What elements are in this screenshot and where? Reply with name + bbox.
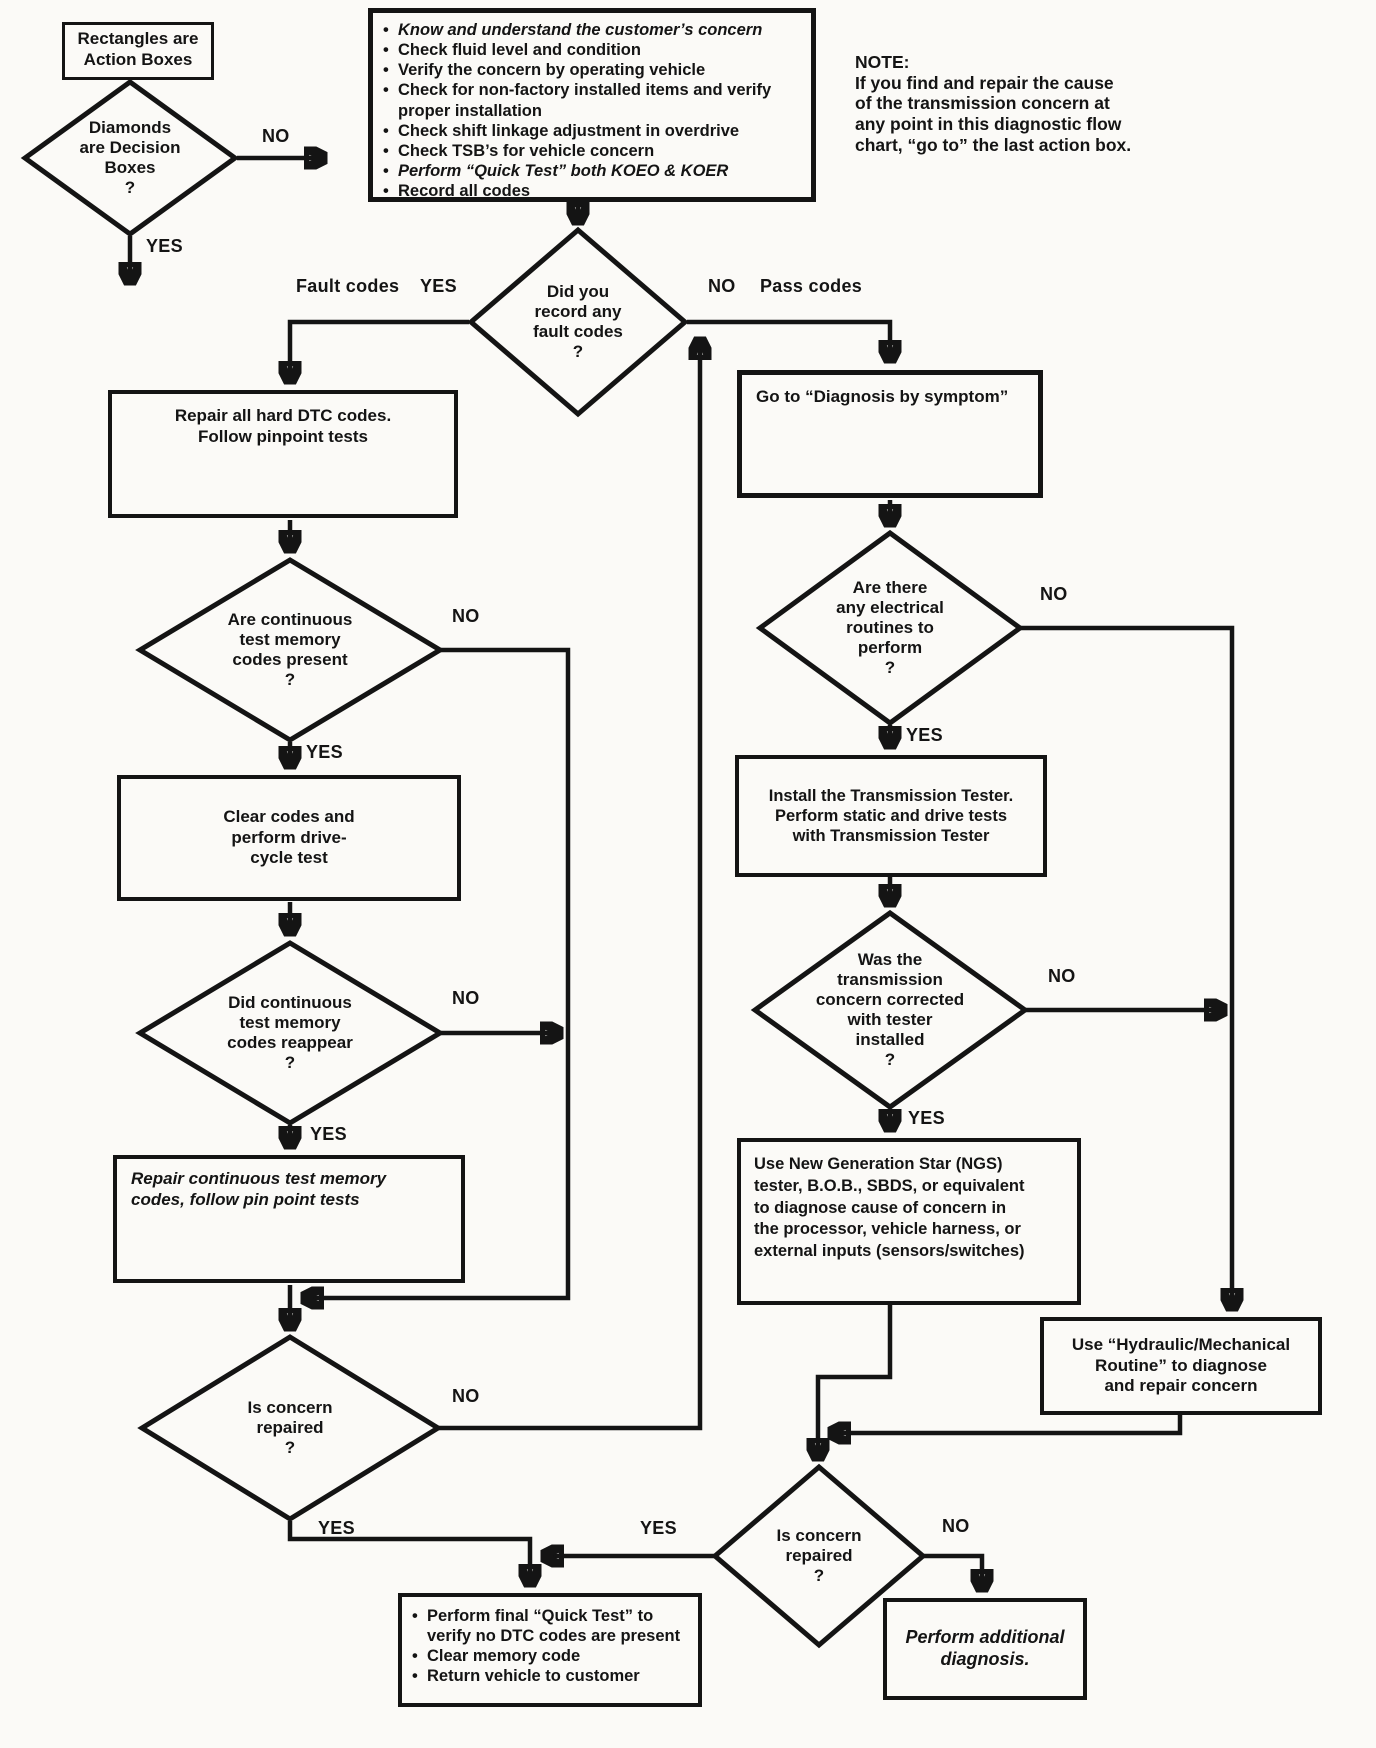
repaired-left-yes-label: YES (318, 1518, 355, 1538)
record-diamond-label: Did you record any fault codes ? (533, 281, 623, 362)
start-action-box: •Know and understand the customer’s conc… (368, 8, 816, 202)
reappear-no-label: NO (452, 988, 480, 1008)
bullet-item: •Perform final “Quick Test” to verify no… (412, 1607, 681, 1646)
clear-codes-box: Clear codes and perform drive- cycle tes… (117, 775, 461, 901)
reappear-diamond-label: Did continuous test memory codes reappea… (227, 992, 353, 1073)
final-bullet-list: •Perform final “Quick Test” to verify no… (412, 1606, 688, 1687)
final-action-box: •Perform final “Quick Test” to verify no… (398, 1593, 702, 1707)
corrected-diamond-shape (750, 909, 1030, 1111)
note-title: NOTE: (855, 52, 910, 72)
edge-repairedright-no (923, 1553, 982, 1589)
electrical-diamond-shape (755, 529, 1025, 727)
bullet-item: •Know and understand the customer’s conc… (383, 21, 763, 39)
edge-record-yes-fault (290, 319, 469, 381)
electrical-no-label: NO (1040, 584, 1068, 604)
note-block: NOTE: If you find and repair the cause o… (855, 52, 1191, 155)
electrical-diamond-label: Are there any electrical routines to per… (836, 577, 944, 678)
bullet-item: •Check fluid level and condition (383, 41, 641, 60)
legend-diamond-label: Diamonds are Decision Boxes ? (79, 117, 181, 198)
edge-repairedleft-yes (287, 1521, 530, 1584)
repaired-left-diamond-shape (137, 1334, 443, 1522)
legend-yes-label: YES (146, 236, 183, 256)
pass-codes-label: Pass codes (760, 276, 863, 296)
legend-no-label: NO (262, 126, 290, 146)
repaired-right-yes-label: YES (640, 1518, 677, 1538)
repaired-left-no-label: NO (452, 1386, 480, 1406)
cont-present-diamond-label: Are continuous test memory codes present… (227, 609, 353, 690)
bullet-item: •Perform “Quick Test” both KOEO & KOER (383, 161, 729, 180)
repaired-right-diamond-label: Is concern repaired ? (776, 1525, 862, 1586)
start-bullet-list: •Know and understand the customer’s conc… (383, 20, 801, 201)
repaired-left-diamond-label: Is concern repaired ? (247, 1397, 333, 1458)
edge-contpresent-no-collector (304, 647, 571, 1298)
bullet-item: •Verify the concern by operating vehicle (383, 61, 706, 80)
bullet-item: •Record all codes (383, 182, 531, 200)
hydraulic-routine-box: Use “Hydraulic/Mechanical Routine” to di… (1040, 1317, 1322, 1415)
ngs-tester-box: Use New Generation Star (NGS) tester, B.… (737, 1138, 1081, 1305)
cont-present-diamond-shape (135, 557, 445, 743)
repaired-right-diamond-shape (711, 1463, 927, 1649)
bullet-item: •Check shift linkage adjustment in overd… (383, 121, 740, 140)
corrected-no-label: NO (1048, 966, 1076, 986)
repair-hard-dtc-box: Repair all hard DTC codes. Follow pinpoi… (108, 390, 458, 518)
repair-continuous-box: Repair continuous test memory codes, fol… (113, 1155, 465, 1283)
reappear-diamond-shape (135, 940, 445, 1126)
goto-symptom-box: Go to “Diagnosis by symptom” (737, 370, 1043, 498)
note-body: If you find and repair the cause of the … (855, 72, 1132, 155)
edge-hydraulic-merge (831, 1413, 1183, 1433)
electrical-yes-label: YES (906, 725, 943, 745)
bullet-item: •Return vehicle to customer (412, 1667, 640, 1686)
bullet-item: •Clear memory code (412, 1647, 581, 1666)
bullet-item: •Check TSB’s for vehicle concern (383, 141, 655, 160)
fault-codes-label: Fault codes (296, 276, 400, 296)
cont-present-yes-label: YES (306, 742, 343, 762)
edge-electrical-no-collector (1020, 625, 1232, 1308)
corrected-diamond-label: Was the transmission concern corrected w… (815, 949, 965, 1070)
record-no-label: NO (708, 276, 736, 296)
legend-diamond-shape (20, 78, 240, 238)
reappear-yes-label: YES (310, 1124, 347, 1144)
repaired-right-no-label: NO (942, 1516, 970, 1536)
record-yes-label: YES (420, 276, 457, 296)
additional-diagnosis-box: Perform additional diagnosis. (883, 1598, 1087, 1700)
cont-present-no-label: NO (452, 606, 480, 626)
record-diamond-shape (467, 226, 689, 418)
legend-rectangles-box: Rectangles are Action Boxes (62, 22, 214, 80)
edge-record-no-pass (687, 319, 890, 360)
edge-repairedleft-no-return (438, 340, 700, 1431)
edge-ngs-to-repairedright (818, 1305, 893, 1458)
bullet-item: •Check for non-factory installed items a… (383, 81, 772, 120)
corrected-yes-label: YES (908, 1108, 945, 1128)
transmission-tester-box: Install the Transmission Tester. Perform… (735, 755, 1047, 877)
